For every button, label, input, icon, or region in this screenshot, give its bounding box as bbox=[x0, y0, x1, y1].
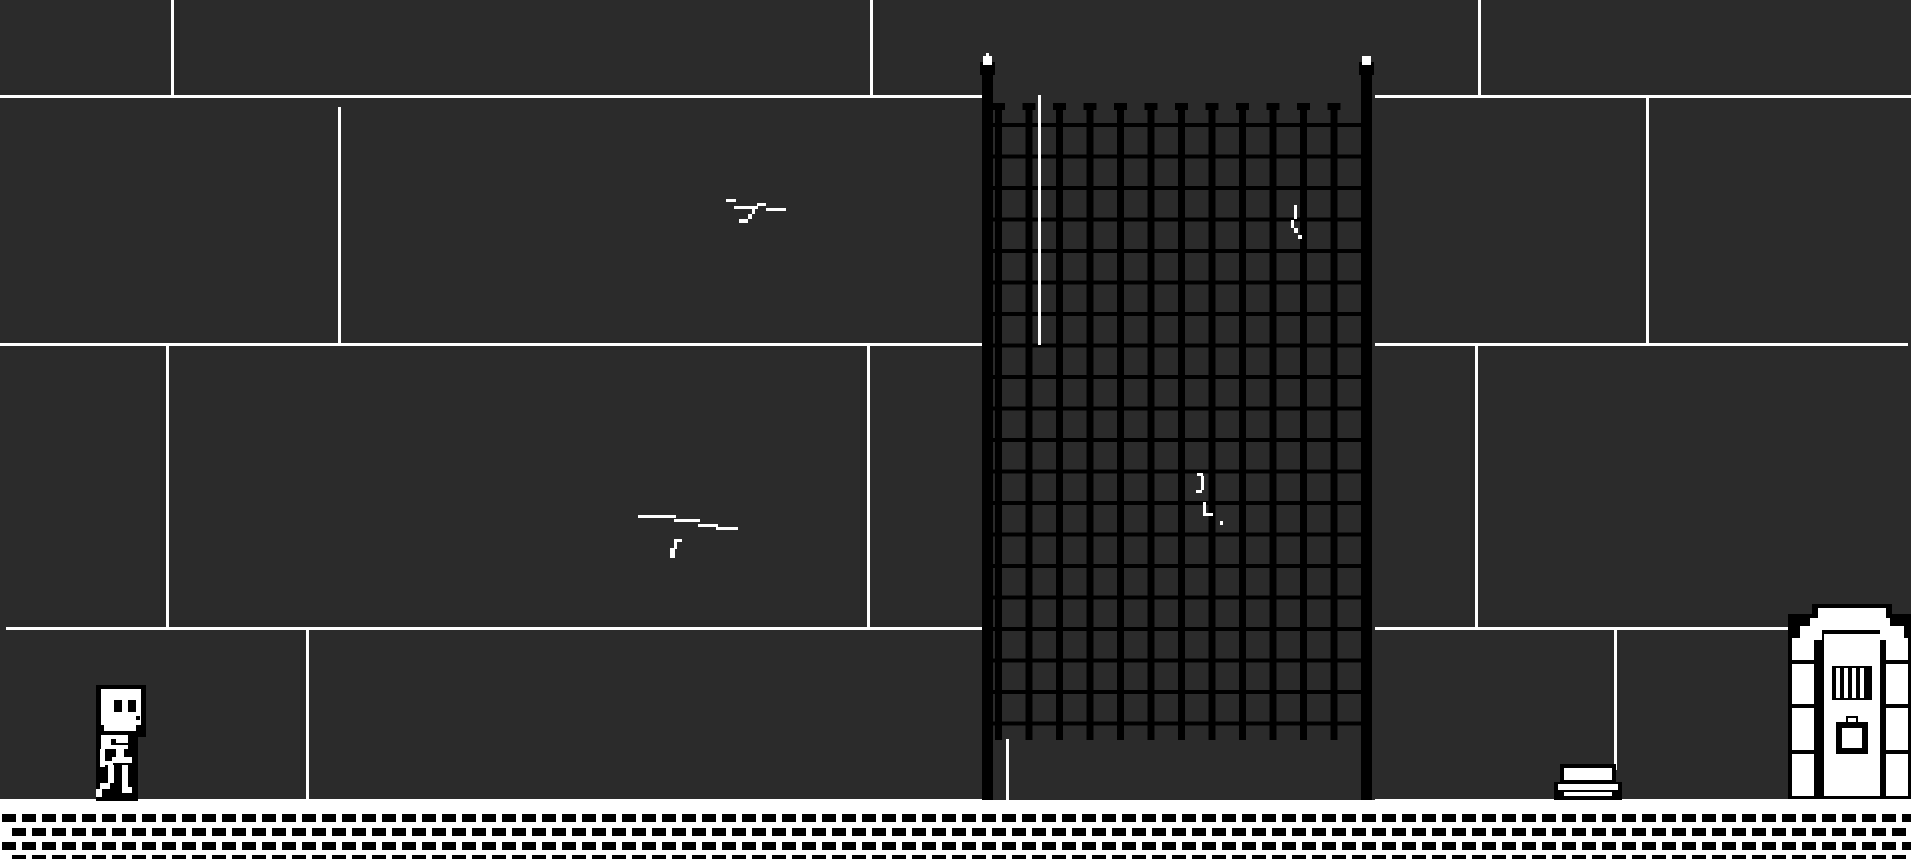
wall-cracks bbox=[638, 199, 786, 558]
exit-door[interactable] bbox=[1788, 604, 1911, 799]
player-skeleton[interactable] bbox=[92, 683, 152, 801]
mortar-lines bbox=[0, 0, 1911, 799]
pressure-plate-icon bbox=[1554, 764, 1622, 800]
pressure-plate[interactable] bbox=[1554, 764, 1622, 800]
skeleton-icon bbox=[96, 685, 146, 801]
ornate-door-icon bbox=[1788, 604, 1911, 799]
portcullis-gate bbox=[975, 50, 1385, 800]
portcullis-icon bbox=[980, 53, 1375, 800]
brick-floor bbox=[0, 799, 1911, 859]
